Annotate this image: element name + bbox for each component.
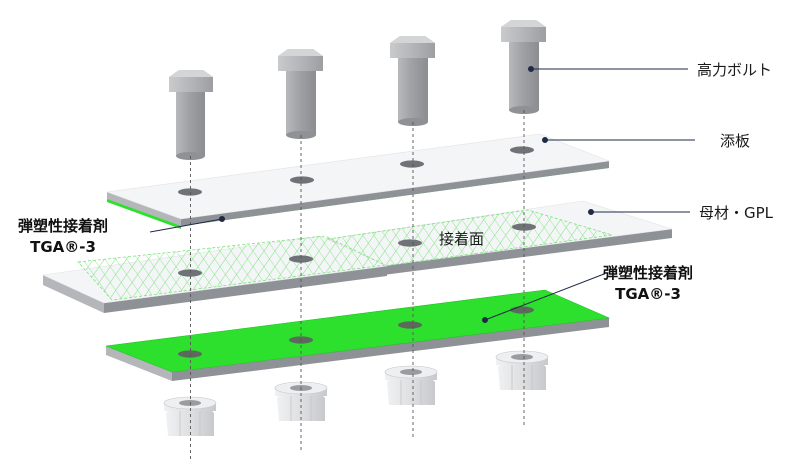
- leader-lines: [149, 66, 695, 323]
- adhesive-label-right: 弾塑性接着剤 TGA®-3: [603, 263, 693, 305]
- nut-3: [384, 365, 438, 405]
- adhesive-plate-bottom: [105, 289, 611, 381]
- splice-plate-label: 添板: [720, 132, 751, 150]
- nut-4: [495, 350, 549, 390]
- adhesive-label-left: 弾塑性接着剤 TGA®-3: [18, 216, 108, 258]
- adhesive-label-right-line2: TGA®-3: [615, 285, 681, 303]
- bolt-1: [169, 70, 213, 160]
- bolt-label: 高力ボルト: [697, 61, 773, 79]
- adhesive-label-right-line1: 弾塑性接着剤: [603, 264, 694, 282]
- base-material-right: [326, 200, 673, 275]
- adhesive-label-left-line1: 弾塑性接着剤: [18, 217, 109, 235]
- bolt-3: [390, 36, 435, 126]
- splice-plate-top: [106, 133, 611, 229]
- adhesive-label-left-line2: TGA®-3: [30, 238, 96, 256]
- bolt-axis-lines: [190, 110, 525, 462]
- bolt-4: [501, 20, 546, 114]
- bond-surface-label: 接着面: [439, 230, 485, 248]
- bolt-2: [278, 49, 323, 139]
- nut-1: [163, 396, 217, 436]
- base-material-left: [41, 235, 389, 313]
- base-material-label: 母材・GPL: [699, 204, 774, 222]
